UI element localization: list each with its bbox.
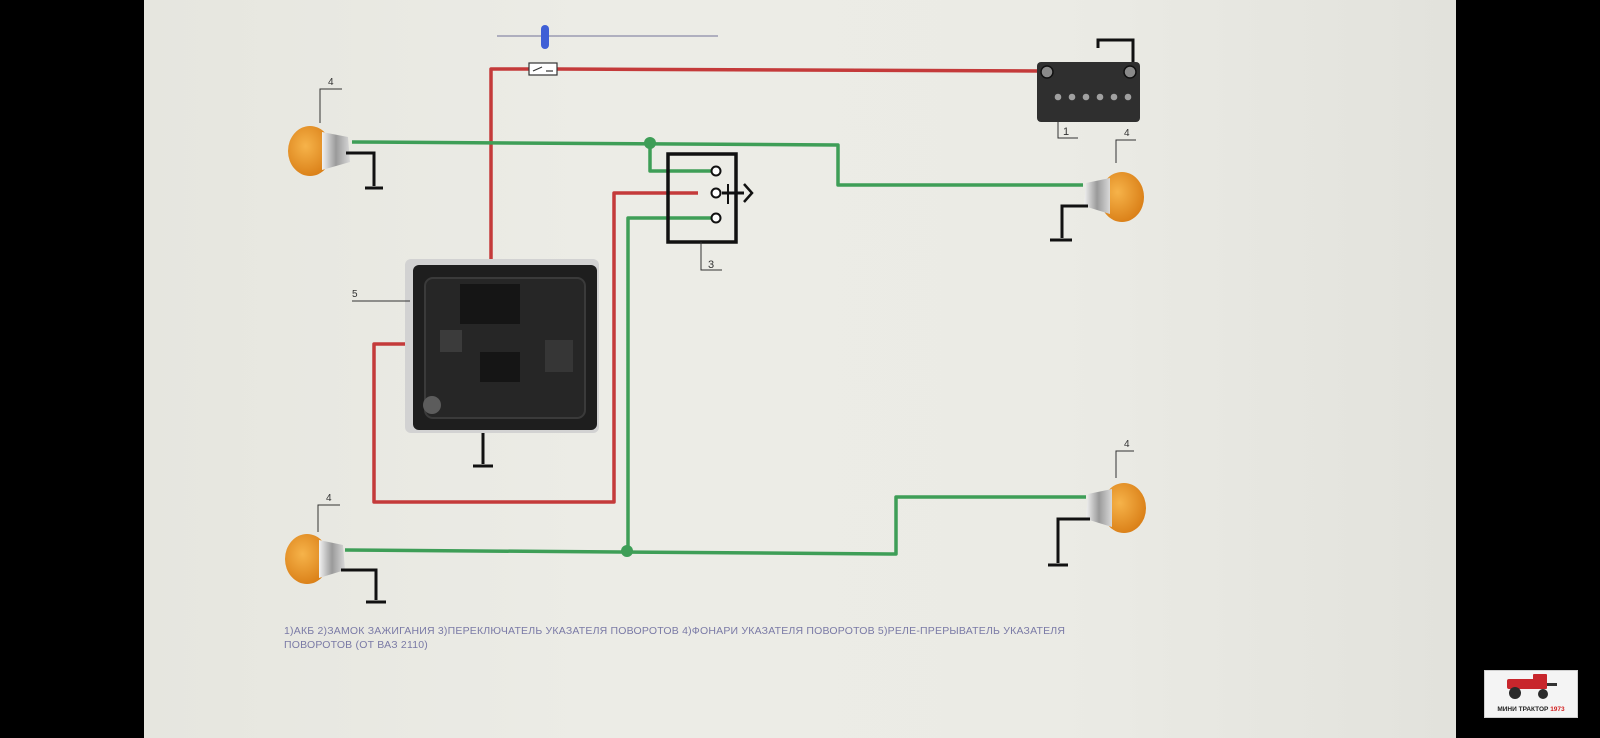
- turn-lamp-rear-left: 4: [285, 493, 386, 604]
- feed-wires: [372, 67, 1041, 504]
- tractor-logo-icon: [1507, 674, 1557, 699]
- switch-label: 3: [708, 259, 714, 271]
- lamp-rear-left-label: 4: [326, 493, 332, 504]
- watermark-text: МИНИ ТРАКТОР: [1497, 706, 1549, 713]
- battery: 1: [1037, 38, 1140, 139]
- wire-junctions: [621, 137, 656, 557]
- flasher-relay: 5: [352, 259, 599, 468]
- lamp-rear-right-label: 4: [1124, 439, 1130, 450]
- lamp-front-left-label: 4: [328, 77, 334, 88]
- relay-label: 5: [352, 289, 358, 300]
- turn-signal-switch: 3: [666, 152, 754, 271]
- lamp-front-right-label: 4: [1124, 128, 1130, 139]
- diagram-paper: [144, 0, 1456, 738]
- diagram-caption: 1)АКБ 2)ЗАМОК ЗАЖИГАНИЯ 3)ПЕРЕКЛЮЧАТЕЛЬ …: [284, 624, 1144, 652]
- right-black-bar: [1456, 0, 1600, 738]
- ignition-key-symbol: [497, 25, 718, 49]
- turn-lamp-front-right: 4: [1050, 128, 1144, 242]
- watermark-number: 1973: [1550, 706, 1565, 713]
- left-black-bar: [0, 0, 144, 738]
- turn-lamp-front-left: 4: [288, 77, 383, 190]
- caption-line-2: ПОВОРОТОВ (ОТ ВАЗ 2110): [284, 639, 428, 651]
- turn-lamp-rear-right: 4: [1048, 439, 1146, 567]
- ignition-switch-contact: [528, 62, 558, 76]
- caption-line-1: 1)АКБ 2)ЗАМОК ЗАЖИГАНИЯ 3)ПЕРЕКЛЮЧАТЕЛЬ …: [284, 625, 1066, 637]
- battery-label: 1: [1063, 126, 1069, 138]
- turn-wires: [344, 140, 1086, 556]
- channel-watermark: МИНИ ТРАКТОР 1973: [1484, 670, 1578, 718]
